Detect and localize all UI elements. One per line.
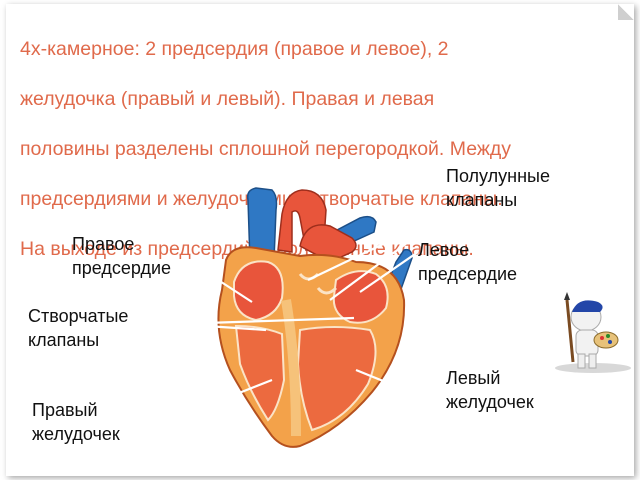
page-curl-corner [618,4,634,20]
right-ventricle-chamber [234,324,286,422]
left-ventricle-chamber [296,326,377,432]
right-atrium-chamber [233,260,284,322]
septum [281,299,301,437]
semilunar-valve [316,286,338,295]
label-leaflet-valves: Створчатые клапаны [28,306,129,350]
title-line: половины разделены сплошной перегородкой… [20,138,512,160]
label-semilunar-valves: Полулунные клапаны [446,166,550,210]
pointer-lines [175,213,447,408]
pulmonary-artery [299,224,357,263]
superior-vena-cava [246,187,278,263]
painter-figure-icon [555,292,631,373]
left-atrium-chamber [332,270,389,324]
label-right-ventricle: Правый желудочек [32,400,120,444]
label-right-atrium: Правое предсердие [72,234,172,278]
label-left-atrium: Левое предсердие [418,240,518,284]
label-left-ventricle: Левый желудочек [446,368,534,412]
title-line: желудочка (правый и левый). Правая и лев… [20,88,435,110]
title-line: 4х-камерное: 2 предсердия (правое и лево… [20,38,449,60]
